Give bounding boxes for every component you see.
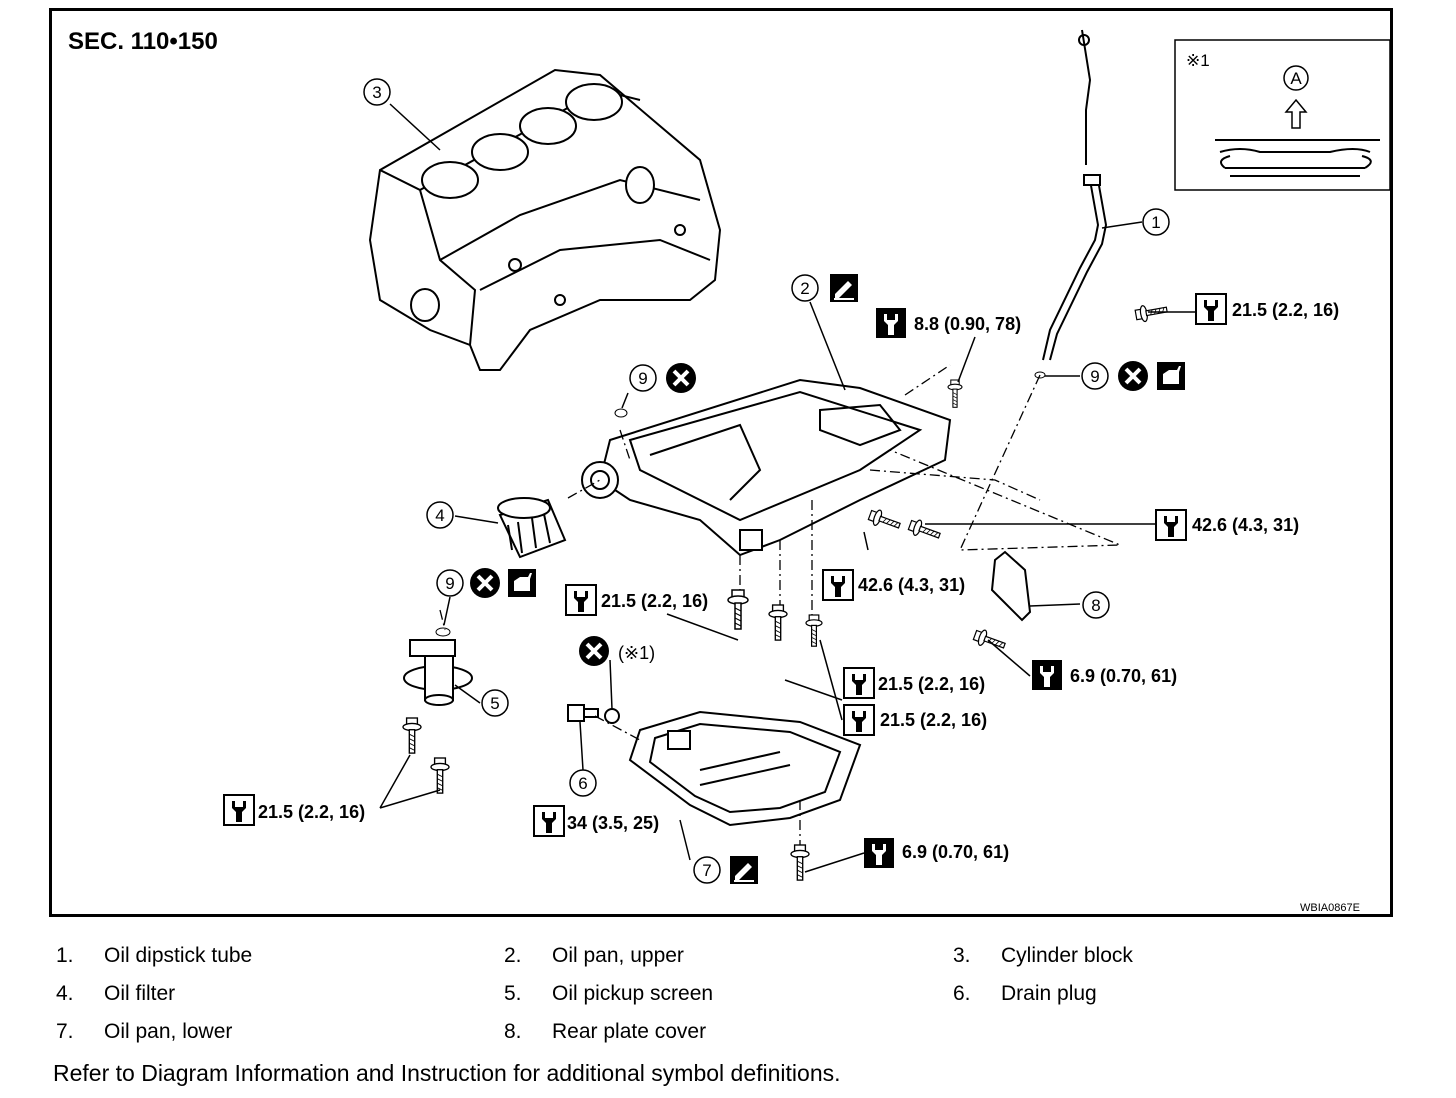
torque-icon <box>876 308 906 338</box>
torque-icon <box>843 704 875 736</box>
callout-1 <box>1142 208 1170 236</box>
drain-ref: (※1) <box>618 643 655 663</box>
torque-3: 42.6 (4.3, 31) <box>1192 515 1299 535</box>
liquid-gasket-icon <box>829 273 859 303</box>
callout-8-text: 8 <box>1091 596 1100 615</box>
assembly-lines <box>439 364 1121 845</box>
diagram-frame <box>49 8 1393 917</box>
detail-box: ※1 A <box>1174 39 1391 191</box>
do-not-reuse-icon <box>1116 359 1150 393</box>
callout-5-text: 5 <box>490 694 499 713</box>
torque-7: 21.5 (2.2, 16) <box>880 710 987 730</box>
torque-icon <box>1032 660 1062 690</box>
engine-oil-icon <box>1157 362 1185 390</box>
engine-oil-icon <box>508 569 536 597</box>
rear-plate-cover <box>990 550 1032 622</box>
bolt <box>768 604 788 641</box>
legend: 1.Oil dipstick tube 2.Oil pan, upper 3.C… <box>56 944 1133 1043</box>
callout-4 <box>426 501 454 529</box>
callout-9c <box>436 569 464 597</box>
callouts <box>363 78 1170 884</box>
torque-icon <box>223 794 255 826</box>
callout-3-text: 3 <box>372 83 381 102</box>
torque-5: 21.5 (2.2, 16) <box>601 591 708 611</box>
torque-9: 21.5 (2.2, 16) <box>258 802 365 822</box>
bolt <box>971 626 1008 654</box>
torque-icon <box>864 838 894 868</box>
bolt <box>790 844 810 881</box>
bolt <box>727 589 749 630</box>
torque-10: 34 (3.5, 25) <box>567 813 659 833</box>
torque-2: 8.8 (0.90, 78) <box>914 314 1021 334</box>
detail-box-label: ※1 <box>1186 51 1210 70</box>
callout-9c-text: 9 <box>445 574 454 593</box>
cylinder-block <box>368 68 722 371</box>
callout-3 <box>363 78 391 106</box>
callout-6-text: 6 <box>578 774 587 793</box>
torque-icon <box>1155 509 1187 541</box>
oil-pan-lower <box>628 710 862 827</box>
torque-icon <box>565 584 597 616</box>
bolt <box>866 506 903 534</box>
section-label: SEC. 110•150 <box>68 28 218 55</box>
callout-9b-text: 9 <box>1090 367 1099 386</box>
torque-icon <box>1195 293 1227 325</box>
torque-icon <box>822 569 854 601</box>
torque-11: 6.9 (0.70, 61) <box>902 842 1009 862</box>
bolt <box>430 757 450 794</box>
view-letter: A <box>1290 69 1302 88</box>
callout-9b <box>1081 362 1109 390</box>
torque-1: 21.5 (2.2, 16) <box>1232 300 1339 320</box>
oil-dipstick-tube <box>1042 29 1108 361</box>
bolt <box>947 379 963 408</box>
do-not-reuse-icon <box>577 634 611 668</box>
drain-plug <box>567 704 620 724</box>
leader-lines <box>379 103 1196 873</box>
callout-7-text: 7 <box>702 861 711 880</box>
symbol-note: Refer to Diagram Information and Instruc… <box>53 1060 841 1086</box>
oil-filter <box>497 497 567 559</box>
bolt <box>402 717 422 754</box>
callout-2 <box>791 274 819 302</box>
callout-4-text: 4 <box>435 506 444 525</box>
oil-pan-upper <box>581 378 952 557</box>
exploded-view-diagram: ※1 A 1 2 3 4 5 6 7 8 9 9 9 <box>223 29 1391 885</box>
do-not-reuse-icon <box>664 361 698 395</box>
callout-5 <box>481 689 509 717</box>
callout-7 <box>693 856 721 884</box>
torque-4: 42.6 (4.3, 31) <box>858 575 965 595</box>
callout-9a <box>629 364 657 392</box>
callout-9a-text: 9 <box>638 369 647 388</box>
callout-2-text: 2 <box>800 279 809 298</box>
torque-8: 6.9 (0.70, 61) <box>1070 666 1177 686</box>
oil-pickup-screen <box>403 639 473 706</box>
torque-icon <box>533 805 565 837</box>
do-not-reuse-icon <box>468 566 502 600</box>
liquid-gasket-icon <box>729 855 759 885</box>
torque-icon <box>843 667 875 699</box>
bolt <box>906 516 943 544</box>
torque-6: 21.5 (2.2, 16) <box>878 674 985 694</box>
callout-8 <box>1082 591 1110 619</box>
callout-1-text: 1 <box>1151 213 1160 232</box>
figure-code: WBIA0867E <box>1300 902 1360 914</box>
bolt <box>805 614 823 647</box>
callout-6 <box>569 769 597 797</box>
